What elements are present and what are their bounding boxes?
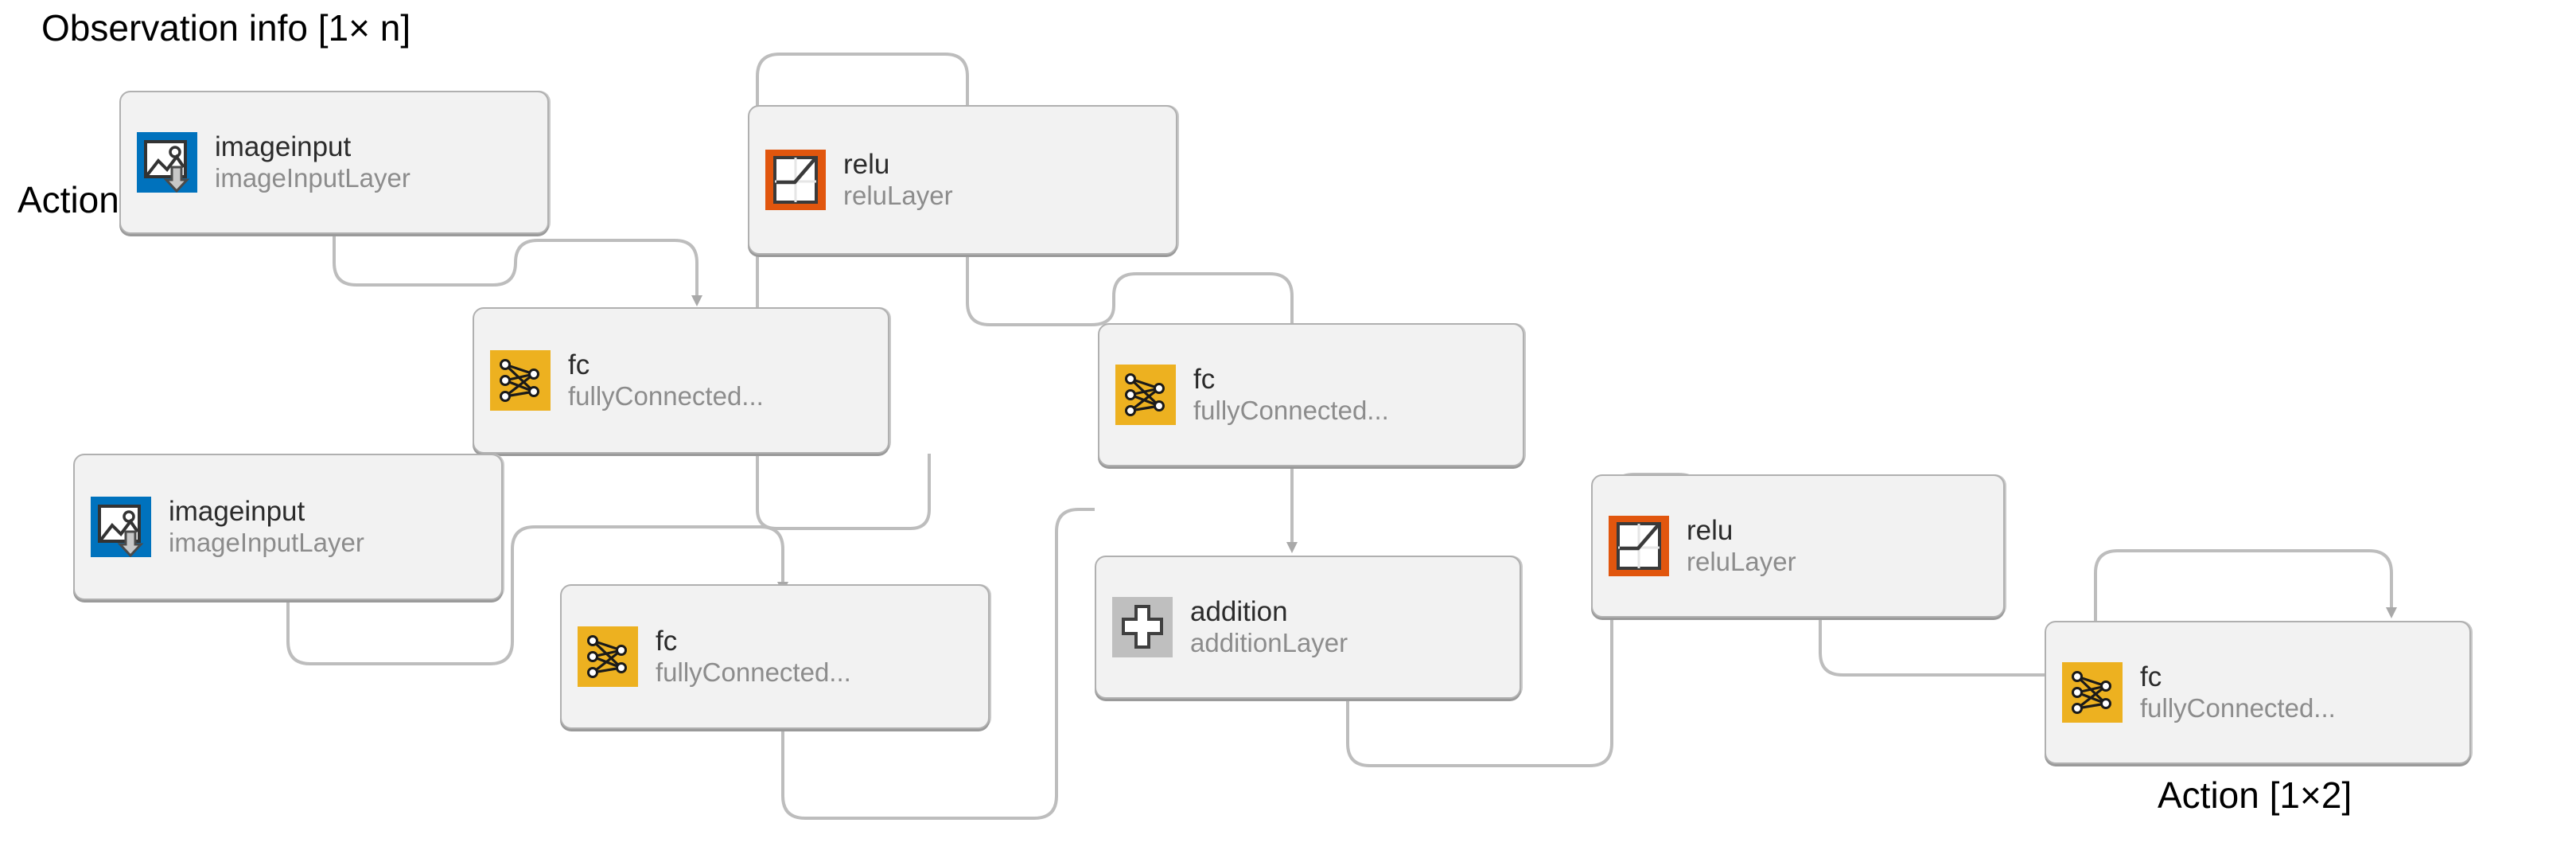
- relu-icon: [765, 150, 826, 210]
- layer-type: additionLayer: [1190, 628, 1348, 658]
- layer-node-imageinput-observation[interactable]: imageinput imageInputLayer: [119, 91, 549, 234]
- layer-node-fc-3[interactable]: fc fullyConnected...: [1098, 323, 1524, 466]
- layer-node-fc-4[interactable]: fc fullyConnected...: [2045, 621, 2471, 764]
- image-input-icon: [137, 132, 197, 193]
- layer-name: imageinput: [169, 495, 305, 527]
- action-output-label: Action [1×2]: [2158, 774, 2352, 816]
- layer-type: fullyConnected...: [656, 657, 851, 688]
- layer-name: fc: [656, 625, 678, 657]
- layer-name: fc: [1193, 363, 1216, 395]
- layer-name: fc: [2140, 661, 2162, 692]
- layer-type: imageInputLayer: [169, 528, 364, 558]
- layer-type: fullyConnected...: [1193, 396, 1389, 426]
- layer-name: fc: [568, 349, 590, 380]
- layer-type: reluLayer: [843, 181, 953, 211]
- layer-node-addition[interactable]: addition additionLayer: [1095, 556, 1521, 699]
- fully-connected-icon: [1115, 365, 1176, 425]
- layer-node-relu-1[interactable]: relu reluLayer: [748, 105, 1177, 255]
- layer-name: imageinput: [215, 131, 352, 162]
- layer-name: addition: [1190, 595, 1288, 627]
- layer-type: fullyConnected...: [2140, 693, 2336, 723]
- layer-type: fullyConnected...: [568, 381, 764, 411]
- addition-icon: [1112, 597, 1173, 657]
- layer-node-relu-2[interactable]: relu reluLayer: [1591, 474, 2005, 618]
- layer-name: relu: [843, 148, 890, 180]
- fully-connected-icon: [2062, 662, 2123, 723]
- image-input-icon: [91, 497, 151, 558]
- layer-node-fc-2[interactable]: fc fullyConnected...: [560, 584, 990, 729]
- relu-icon: [1609, 516, 1669, 576]
- wire-imageinput-observation-to-fc-1: [333, 236, 702, 306]
- fully-connected-icon: [578, 626, 638, 687]
- observation-info-label: Observation info [1× n]: [41, 7, 411, 49]
- layer-node-fc-1[interactable]: fc fullyConnected...: [473, 307, 889, 454]
- layer-node-imageinput-action[interactable]: imageinput imageInputLayer: [73, 454, 503, 600]
- layer-type: imageInputLayer: [215, 163, 411, 193]
- layer-name: relu: [1687, 514, 1734, 546]
- fully-connected-icon: [490, 350, 551, 411]
- layer-type: reluLayer: [1687, 547, 1796, 577]
